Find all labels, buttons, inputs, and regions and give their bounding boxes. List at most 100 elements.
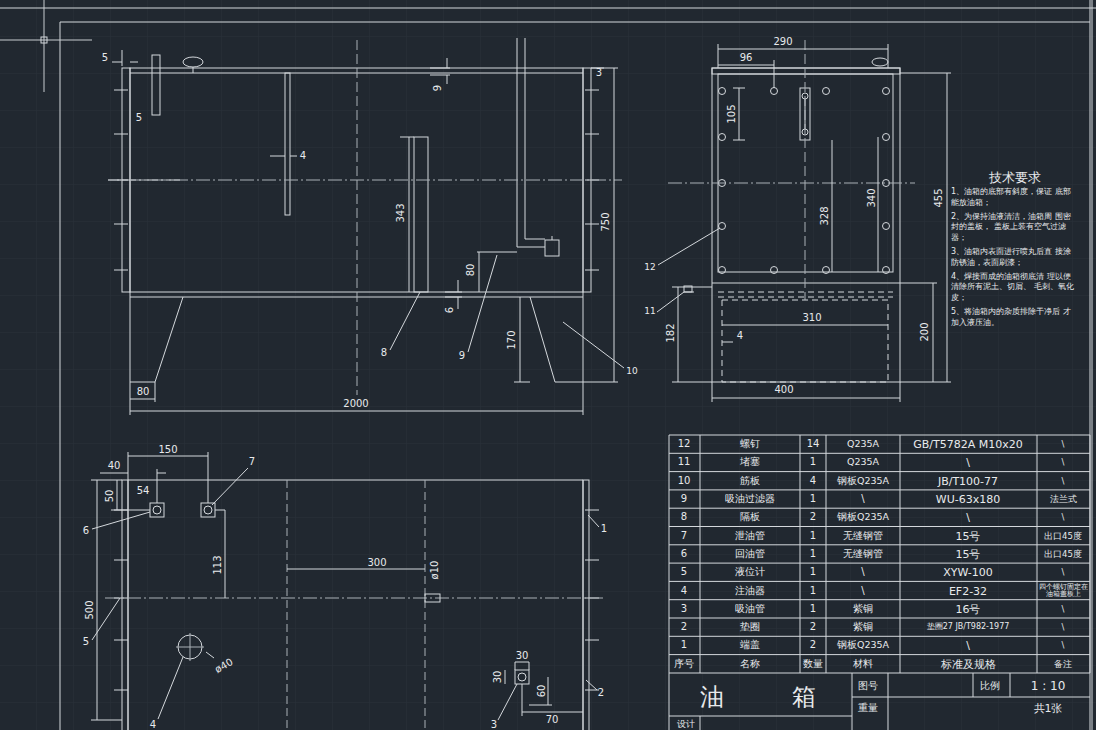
- callout-number: 4: [150, 720, 156, 730]
- technical-note: 3、油箱内表面进行喷丸后直 接涂防锈油，表面刷漆；: [951, 247, 1075, 269]
- table-cell: 15号: [956, 548, 981, 559]
- table-cell: 吸油过滤器: [725, 494, 775, 504]
- table-cell: 6: [681, 549, 687, 559]
- dimension-label: 9: [433, 85, 443, 91]
- table-cell: 5: [681, 567, 687, 577]
- table-cell: 液位计: [735, 567, 765, 577]
- table-cell: \: [1062, 477, 1065, 486]
- table-cell: 出口45度: [1044, 550, 1082, 559]
- table-cell: 比例: [980, 681, 1000, 691]
- table-cell: 14: [807, 439, 820, 449]
- table-cell: 垫圈27 JB/T982-1977: [927, 623, 1010, 631]
- table-cell: 备注: [1054, 660, 1072, 669]
- dimension-label: 3: [596, 68, 602, 78]
- table-cell: 泄油管: [735, 531, 765, 541]
- dimension-label: 328: [820, 206, 830, 225]
- table-cell: 吸油管: [735, 604, 765, 614]
- table-cell: 7: [681, 531, 687, 541]
- table-cell: \: [1062, 513, 1065, 522]
- table-cell: 注油器: [735, 586, 765, 596]
- table-cell: 9: [681, 494, 687, 504]
- technical-note: 5、将油箱内的杂质排除干净后 才加入液压油。: [951, 307, 1075, 329]
- dimension-label: ø40: [213, 657, 234, 675]
- table-cell: 2: [810, 512, 816, 522]
- callout-number: 3: [491, 720, 497, 730]
- dimension-label: 5: [102, 53, 108, 63]
- table-cell: 1: [810, 531, 816, 541]
- dimension-label: 80: [137, 387, 150, 397]
- dimension-label: 60: [537, 685, 547, 698]
- dimension-label: 182: [666, 323, 676, 342]
- table-cell: 11: [678, 457, 691, 467]
- table-cell: 8: [681, 512, 687, 522]
- table-cell: 重量: [858, 703, 878, 713]
- table-cell: 筋板: [740, 476, 760, 486]
- table-cell: 序号: [674, 659, 694, 669]
- technical-note: 2、为保持油液清洁，油箱周 围密封的盖板， 盖板上装有空气过滤器；: [951, 212, 1075, 244]
- table-cell: XYW-100: [943, 567, 993, 578]
- dimension-label: 105: [727, 104, 737, 123]
- table-cell: 4: [810, 476, 816, 486]
- dimension-label: 500: [85, 600, 95, 619]
- dimension-label: 50: [105, 490, 115, 503]
- table-cell: 数量: [803, 659, 823, 669]
- dimension-label: 96: [740, 53, 753, 63]
- table-cell: JB/T100-77: [938, 475, 998, 486]
- table-cell: 法兰式: [1050, 495, 1077, 504]
- table-cell: 标准及规格: [941, 658, 996, 669]
- table-cell: 钢板Q235A: [837, 513, 889, 523]
- table-cell: 设计: [677, 720, 695, 729]
- dimension-label: 30: [516, 651, 529, 661]
- dimension-label: 6: [445, 307, 455, 313]
- dimension-label: 30: [493, 671, 503, 684]
- table-cell: 2: [810, 640, 816, 650]
- table-cell: \: [1062, 440, 1065, 449]
- table-cell: 1 : 10: [1031, 680, 1066, 692]
- table-cell: \: [861, 494, 864, 504]
- table-cell: 2: [810, 622, 816, 632]
- table-cell: \: [861, 586, 864, 596]
- callout-number: 12: [644, 263, 655, 272]
- table-cell: Q235A: [847, 439, 879, 449]
- table-cell: Q235A: [847, 458, 879, 468]
- table-cell: 1: [681, 640, 687, 650]
- table-cell: \: [966, 457, 970, 468]
- table-cell: 2: [681, 622, 687, 632]
- technical-note: 4、焊接而成的油箱彻底清 理以便清除所有泥土、切屑、 毛刺、氧化皮；: [951, 272, 1075, 304]
- table-cell: 12: [678, 439, 691, 449]
- dimension-label: 200: [920, 322, 930, 341]
- dimension-label: 400: [774, 385, 793, 395]
- technical-note: 1、油箱的底部有斜度，保证 底部能放油箱；: [951, 187, 1075, 209]
- dimension-label: 113: [213, 555, 223, 574]
- table-cell: EF2-32: [949, 585, 987, 596]
- table-cell: \: [1062, 605, 1065, 614]
- table-cell: 10: [678, 476, 691, 486]
- table-cell: 4: [681, 586, 687, 596]
- table-cell: \: [966, 640, 970, 651]
- table-cell: 四个螺钉固定在 油箱盖板上: [1038, 583, 1088, 597]
- table-cell: 紫铜: [853, 604, 873, 614]
- callout-number: 11: [644, 307, 655, 316]
- dimension-label: 300: [367, 558, 386, 568]
- table-cell: \: [1062, 641, 1065, 650]
- table-cell: \: [861, 567, 864, 577]
- dimension-label: 54: [137, 486, 150, 496]
- dimension-label: ø10: [430, 561, 440, 580]
- table-cell: 1: [810, 604, 816, 614]
- callout-number: 2: [598, 688, 604, 698]
- section-heading: 技术要求: [989, 171, 1041, 184]
- table-cell: 15号: [956, 530, 981, 541]
- table-cell: \: [1062, 623, 1065, 632]
- table-cell: 16号: [956, 603, 981, 614]
- callout-number: 6: [83, 526, 89, 536]
- dimension-label: 70: [546, 715, 559, 725]
- table-cell: 隔板: [740, 512, 760, 522]
- dimension-label: 340: [867, 188, 877, 207]
- callout-number: 5: [83, 637, 89, 647]
- dimension-label: 150: [158, 445, 177, 455]
- dimension-label: 310: [802, 313, 821, 323]
- table-cell: 1: [810, 457, 816, 467]
- title-text: 油 箱: [700, 685, 816, 709]
- dimension-label: 40: [108, 461, 121, 471]
